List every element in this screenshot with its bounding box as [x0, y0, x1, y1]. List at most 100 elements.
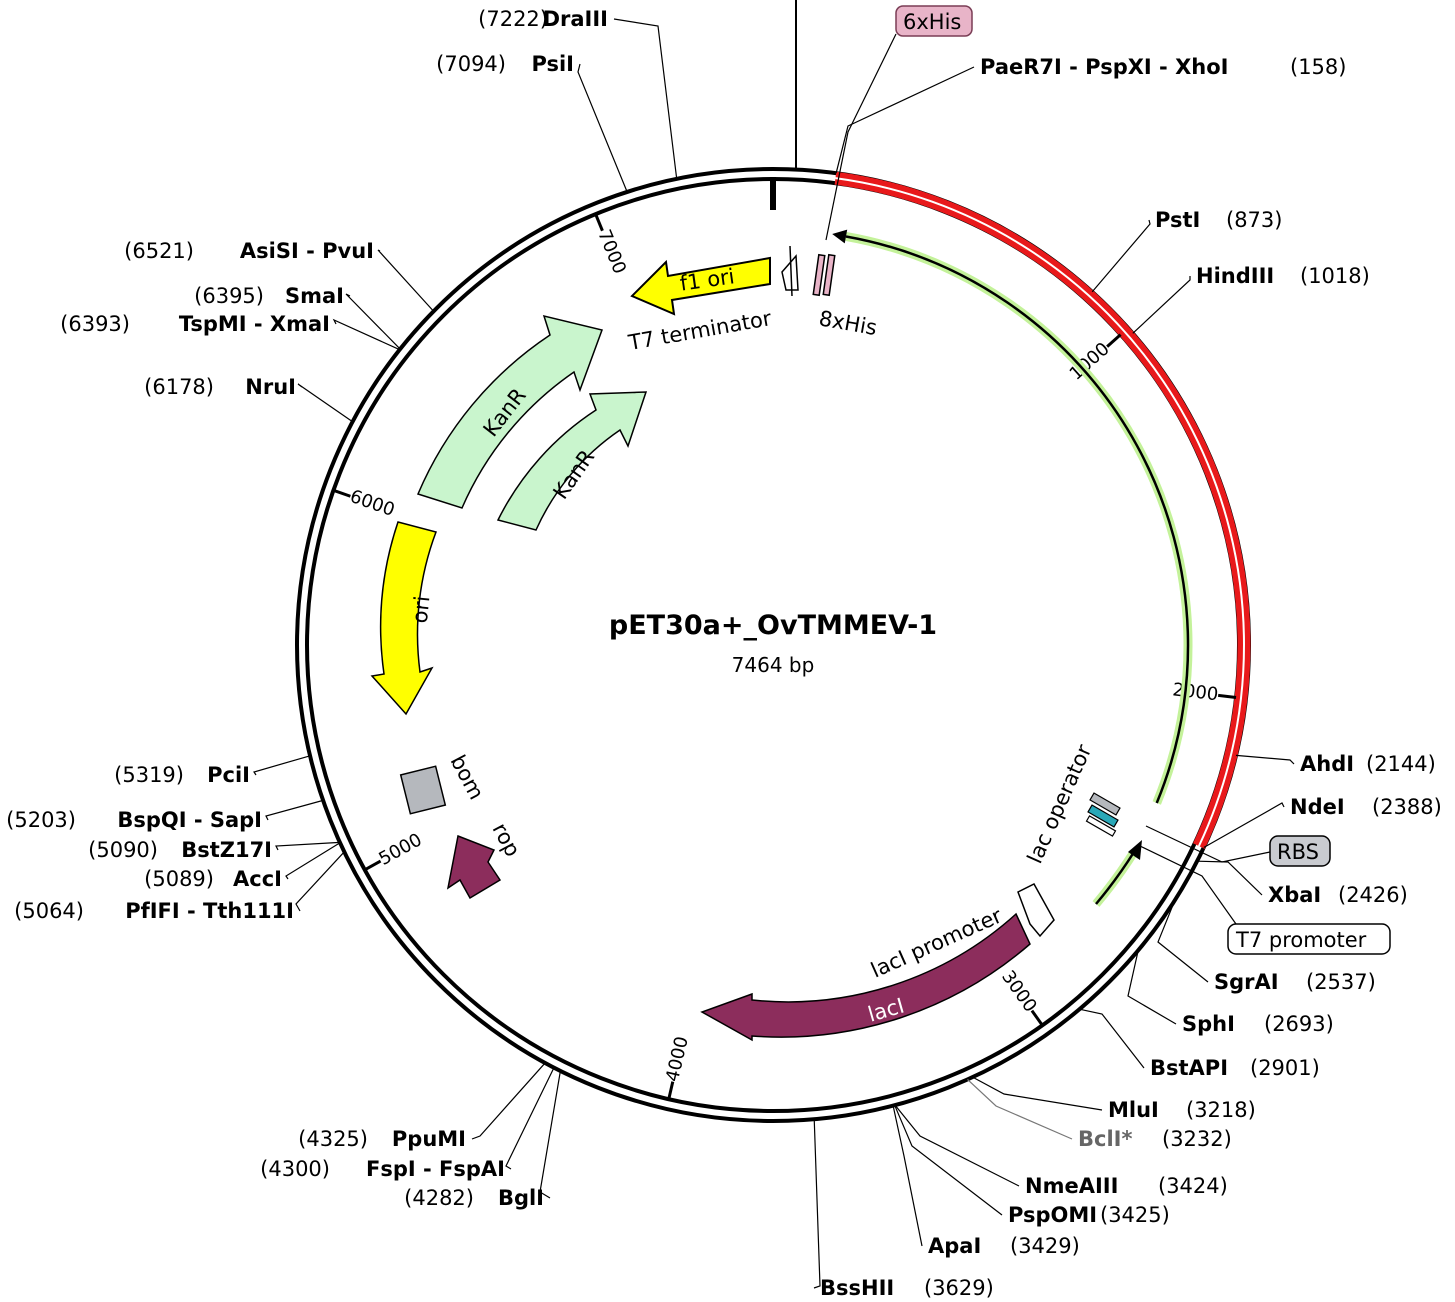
- site-position: (7094): [436, 52, 506, 76]
- site-position: (6521): [124, 239, 194, 263]
- ori-label: ori: [408, 595, 435, 625]
- site-position: (3425): [1100, 1203, 1170, 1227]
- tick-mark: [1106, 333, 1122, 348]
- site-position: (2144): [1366, 752, 1436, 776]
- t7-promoter-arrow-line: [1095, 851, 1136, 905]
- rop-label: rop: [488, 819, 525, 861]
- his6-label: 6xHis: [903, 10, 961, 34]
- rop-arrow: [446, 834, 502, 900]
- site-name: BssHII: [820, 1276, 894, 1300]
- site-leader: [265, 799, 324, 821]
- kanr-outer-arrow: [416, 314, 603, 509]
- site-position: (6178): [144, 375, 214, 399]
- lac-operator-label: lac operator: [1023, 741, 1097, 867]
- site-leader: [835, 66, 975, 174]
- site-leader: [1197, 860, 1263, 896]
- site-leader: [377, 249, 435, 312]
- site-leader: [613, 18, 678, 179]
- site-name: SmaI: [285, 284, 344, 308]
- site-name: ApaI: [928, 1234, 981, 1258]
- restriction-sites: DraIII(7222) PsiI (7094) PaeR7I - PspXI - X…: [6, 7, 1442, 1300]
- bom-label: bom: [446, 751, 489, 803]
- bom-box: [399, 765, 447, 815]
- site-name: PfIFI - Tth111I: [125, 899, 294, 923]
- insert-arc: [834, 171, 1251, 849]
- site-leader: [332, 318, 400, 351]
- site-name: TspMI - XmaI: [179, 312, 330, 336]
- site-name: HindIII: [1196, 264, 1274, 288]
- lac-operator-box-3: [1085, 815, 1117, 837]
- kanr-inner-arrow: [496, 391, 648, 531]
- site-position: (5089): [144, 867, 214, 891]
- site-position: (2901): [1250, 1056, 1320, 1080]
- backbone-inner: [305, 177, 1241, 1113]
- site-position: (5203): [6, 808, 76, 832]
- site-leader: [505, 1067, 555, 1170]
- cds-arrow-glow: [845, 232, 1193, 805]
- rbs-box: [1269, 835, 1331, 867]
- site-position: (2537): [1306, 970, 1376, 994]
- plasmid-length: 7464 bp: [732, 653, 815, 677]
- tick-mark: [594, 213, 604, 232]
- site-position: (158): [1290, 55, 1346, 79]
- site-name: PciI: [207, 763, 250, 787]
- t7-promoter-leader: [1139, 845, 1237, 925]
- lac-operator-box-1: [1089, 792, 1121, 816]
- tick-label: 6000: [347, 486, 397, 521]
- site-position: (2426): [1338, 883, 1408, 907]
- tick-label: 2000: [1171, 679, 1219, 705]
- site-position: (7222): [478, 7, 548, 31]
- site-leader: [1132, 276, 1191, 334]
- his6-leader: [825, 33, 897, 241]
- his8-mark-2: [822, 253, 836, 297]
- site-position: (2388): [1372, 795, 1442, 819]
- features: f1 ori T7 terminator 8xHis 6xHis KanR Ka…: [370, 5, 1391, 1042]
- site-position: (4282): [404, 1186, 474, 1210]
- site-leader: [967, 1079, 1073, 1140]
- site-leader: [285, 842, 341, 880]
- site-leader: [894, 1104, 1003, 1216]
- cds-arrow-line: [845, 235, 1190, 804]
- tick-mark: [364, 859, 382, 872]
- site-leader: [1079, 1008, 1145, 1069]
- site-leader: [1091, 219, 1151, 293]
- site-leader: [295, 851, 345, 912]
- site-name: PstI: [1155, 208, 1200, 232]
- site-name: PpuMI: [392, 1127, 466, 1151]
- tick-label: 4000: [662, 1034, 693, 1083]
- his8-marks: [812, 253, 836, 297]
- site-position: (6395): [194, 284, 264, 308]
- rbs-leader: [1145, 825, 1271, 863]
- site-name: MluI: [1108, 1098, 1159, 1122]
- site-position: (5064): [14, 899, 84, 923]
- site-name: NruI: [245, 375, 296, 399]
- laci-arrow: [700, 912, 1031, 1042]
- site-name: DraIII: [543, 7, 608, 31]
- site-leader: [345, 293, 401, 350]
- site-position: (3424): [1158, 1174, 1228, 1198]
- site-leader: [471, 1062, 546, 1140]
- his8-label: 8xHis: [817, 306, 879, 340]
- tick-mark: [332, 488, 351, 498]
- site-leader: [577, 63, 628, 193]
- site-name: SgrAI: [1214, 970, 1279, 994]
- t7-terminator-label: T7 terminator: [626, 306, 774, 355]
- tick-label: 5000: [375, 829, 425, 869]
- site-leader: [1127, 950, 1177, 1025]
- laci-promoter-symbol: [1017, 883, 1055, 938]
- site-name: PsiI: [531, 52, 574, 76]
- his6-box: [895, 5, 973, 37]
- rbs-label: RBS: [1277, 840, 1319, 864]
- ori-arrow: [370, 521, 437, 716]
- site-leader: [1203, 802, 1285, 849]
- site-position: (5090): [88, 838, 158, 862]
- site-leader: [275, 841, 340, 851]
- plasmid-title: pET30a+_OvTMMEV-1: [609, 610, 937, 641]
- site-position: (3232): [1162, 1127, 1232, 1151]
- tick-mark: [1217, 693, 1237, 699]
- tick-mark: [667, 1081, 675, 1100]
- site-name: PaeR7I - PspXI - XhoI: [980, 55, 1228, 79]
- site-name: FspI - FspAI: [366, 1157, 505, 1181]
- site-leader: [1235, 754, 1295, 765]
- tick-label: 7000: [593, 227, 630, 277]
